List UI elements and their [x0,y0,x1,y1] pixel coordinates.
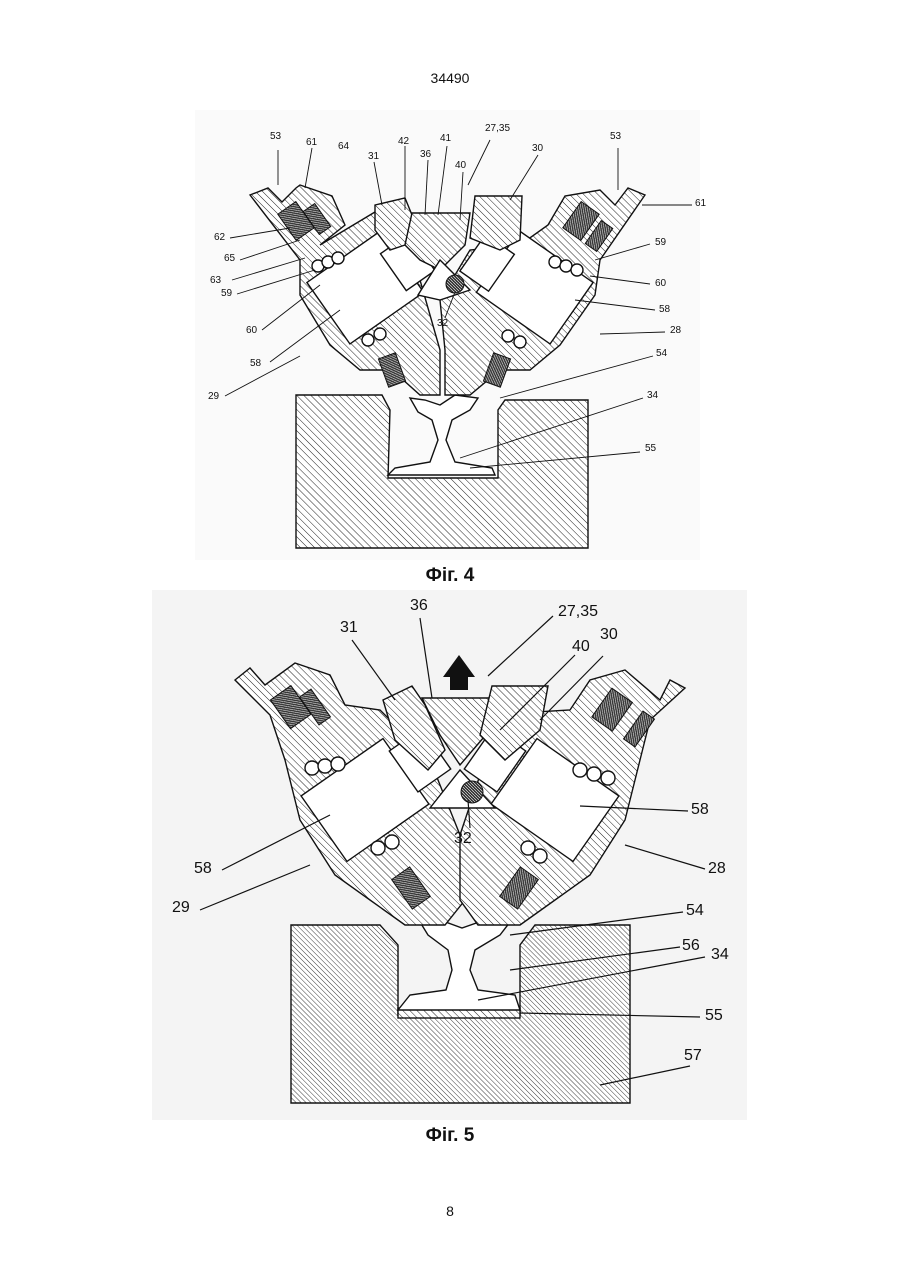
fig5-label: 32 [454,830,472,848]
figure-4-caption: Фіг. 4 [0,565,900,587]
fig4-label: 61 [306,137,317,148]
fig5-label: 34 [711,946,729,964]
fig5-label: 58 [691,801,709,819]
fig5-label: 27,35 [558,603,598,621]
figure-5-caption: Фіг. 5 [0,1125,900,1147]
figure-4-drawing [195,110,700,560]
fig4-label: 58 [659,304,670,315]
fig4-label: 64 [338,141,349,152]
fig5-label: 57 [684,1047,702,1065]
page-number-bottom: 8 [0,1203,900,1219]
fig4-label: 59 [655,237,666,248]
fig4-label: 62 [214,232,225,243]
fig5-label: 55 [705,1007,723,1025]
fig4-label: 40 [455,160,466,171]
fig4-label: 34 [647,390,658,401]
fig4-label: 55 [645,443,656,454]
fig4-label: 59 [221,288,232,299]
fig4-label: 30 [532,143,543,154]
fig5-label: 58 [194,860,212,878]
fig5-label: 30 [600,626,618,644]
fig4-label: 60 [655,278,666,289]
fig4-label: 65 [224,253,235,264]
fig5-label: 56 [682,937,700,955]
fig4-label: 31 [368,151,379,162]
fig4-label: 28 [670,325,681,336]
fig5-label: 36 [410,597,428,615]
fig4-label: 32 [437,318,448,329]
fig4-label: 60 [246,325,257,336]
fig4-label: 27,35 [485,123,510,134]
fig4-label: 53 [270,131,281,142]
fig4-label: 63 [210,275,221,286]
fig4-label: 36 [420,149,431,160]
fig4-label: 41 [440,133,451,144]
fig5-label: 40 [572,638,590,656]
fig4-label: 29 [208,391,219,402]
fig4-label: 61 [695,198,706,209]
fig4-label: 53 [610,131,621,142]
fig4-label: 54 [656,348,667,359]
fig5-label: 28 [708,860,726,878]
fig5-label: 31 [340,619,358,637]
fig5-label: 54 [686,902,704,920]
fig4-label: 58 [250,358,261,369]
fig5-label: 29 [172,899,190,917]
fig4-label: 42 [398,136,409,147]
